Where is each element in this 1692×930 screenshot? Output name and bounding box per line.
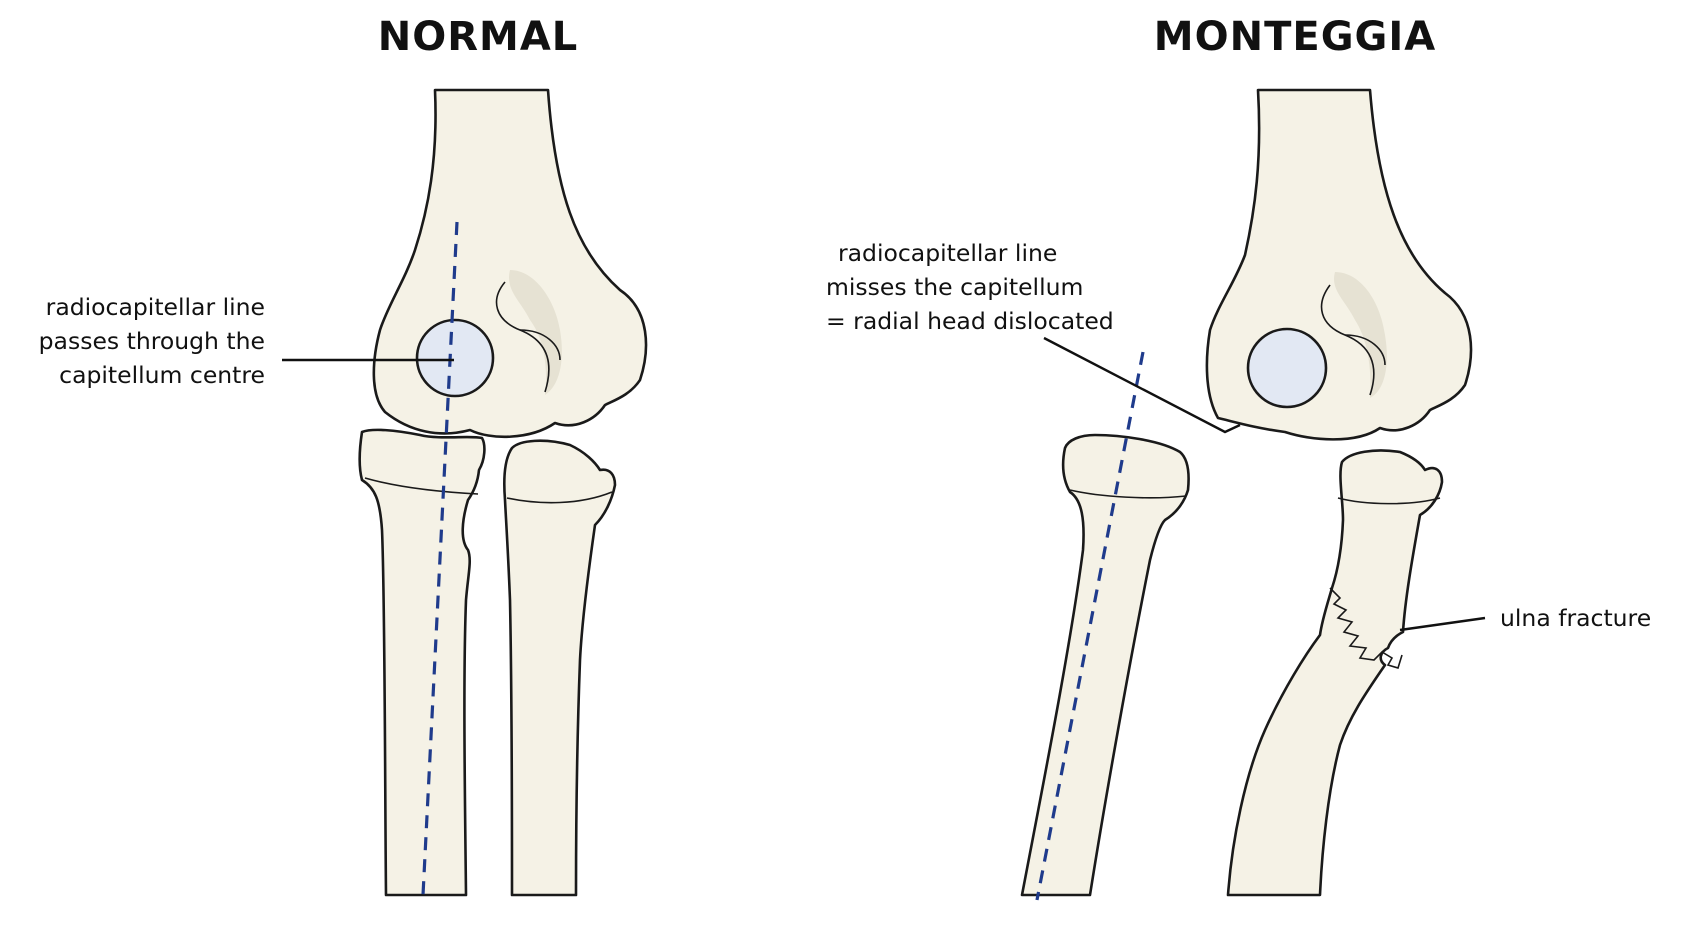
monteggia-radius xyxy=(1020,433,1190,897)
monteggia-capitellum xyxy=(1246,327,1328,409)
monteggia-radiocapitellar-line xyxy=(1035,351,1145,901)
monteggia-annotation-line-1: radiocapitellar line xyxy=(838,239,1058,267)
monteggia-annotation-leader xyxy=(1043,336,1241,434)
monteggia-annotation-line-3: = radial head dislocated xyxy=(826,307,1114,335)
monteggia-annotation-line-2: misses the capitellum xyxy=(826,273,1084,301)
monteggia-title: MONTEGGIA xyxy=(1153,14,1437,60)
normal-radiocapitellar-line xyxy=(421,221,459,896)
monteggia-humerus xyxy=(1205,88,1473,441)
fracture-line xyxy=(1329,587,1403,669)
monteggia-annotation: radiocapitellar line misses the capitell… xyxy=(826,236,1126,338)
normal-annotation: radiocapitellar line passes through the … xyxy=(10,290,265,392)
normal-panel xyxy=(282,88,648,897)
normal-radius xyxy=(358,428,486,897)
monteggia-ulna xyxy=(1226,449,1444,897)
normal-title: NORMAL xyxy=(377,14,579,60)
normal-ulna xyxy=(502,439,617,897)
normal-capitellum xyxy=(415,318,495,398)
normal-annotation-line-2: passes through the xyxy=(38,327,265,355)
monteggia-panel xyxy=(1020,88,1486,901)
fracture-label-leader xyxy=(1399,616,1486,632)
ulna-fracture-label: ulna fracture xyxy=(1500,604,1652,632)
normal-annotation-line-3: capitellum centre xyxy=(59,361,265,389)
normal-humerus xyxy=(372,88,648,439)
normal-annotation-line-1: radiocapitellar line xyxy=(45,293,265,321)
